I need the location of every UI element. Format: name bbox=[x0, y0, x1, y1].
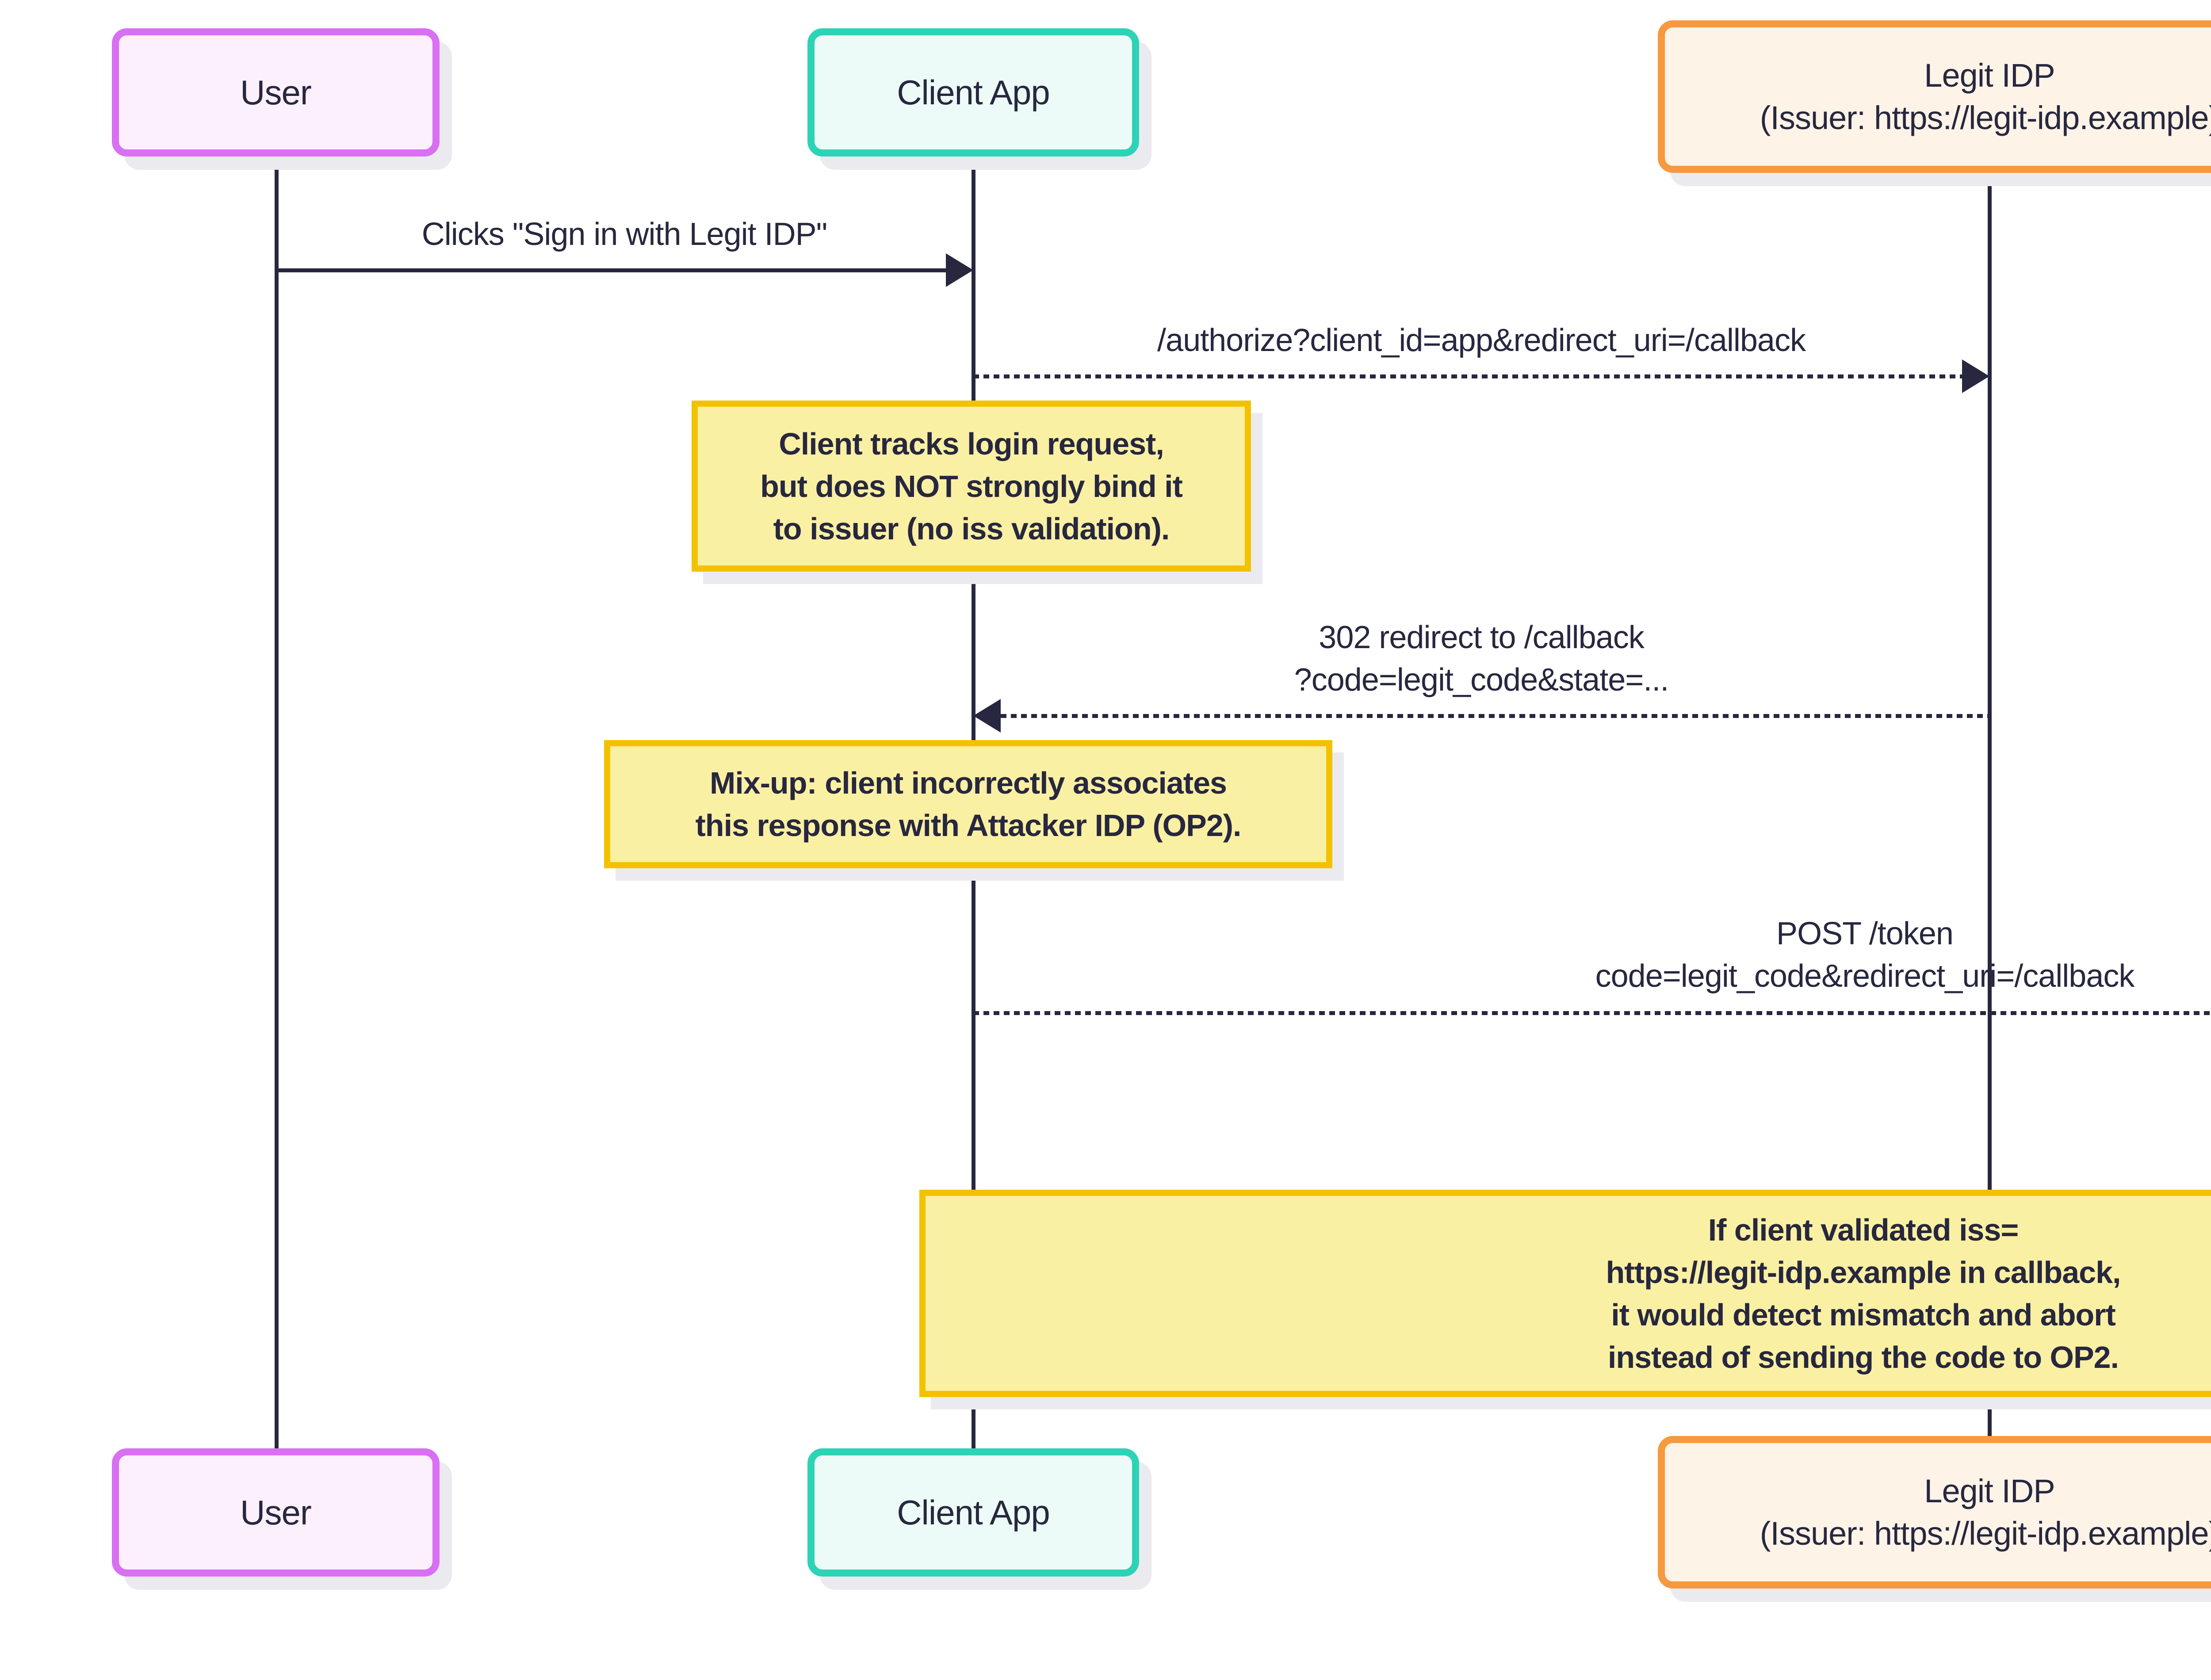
actor-client-app-bottom: Client App bbox=[807, 1448, 1139, 1577]
actor-client-app-top: Client App bbox=[807, 28, 1139, 157]
message-2-arrowhead-right-icon bbox=[1962, 359, 1989, 393]
actor-legit-idp-top: Legit IDP (Issuer: https://legit-idp.exa… bbox=[1658, 20, 2211, 173]
actor-client-app-label: Client App bbox=[897, 1493, 1050, 1532]
actor-client-app-label: Client App bbox=[897, 73, 1050, 112]
actor-user-top: User bbox=[112, 28, 440, 157]
note-iss-validation-would-abort: If client validated iss= https://legit-i… bbox=[919, 1190, 2211, 1397]
message-3-label: 302 redirect to /callback ?code=legit_co… bbox=[1294, 620, 1669, 698]
message-3-line bbox=[1001, 714, 1989, 718]
actor-legit-idp-label: Legit IDP bbox=[1924, 1472, 2055, 1509]
message-4-label: POST /token code=legit_code&redirect_uri… bbox=[1595, 916, 2135, 994]
message-3-arrowhead-left-icon bbox=[973, 699, 1001, 733]
actor-user-bottom: User bbox=[112, 1448, 440, 1577]
message-1-label: Clicks "Sign in with Legit IDP" bbox=[421, 217, 827, 252]
message-2-line bbox=[973, 374, 1962, 378]
note-mix-up: Mix-up: client incorrectly associates th… bbox=[604, 740, 1332, 868]
message-1-line bbox=[275, 268, 946, 272]
lifeline-legit bbox=[1988, 172, 1992, 1438]
lifeline-user bbox=[275, 155, 279, 1450]
actor-legit-idp-issuer: (Issuer: https://legit-idp.example) bbox=[1760, 1515, 2211, 1552]
actor-user-label: User bbox=[240, 73, 312, 112]
actor-legit-idp-issuer: (Issuer: https://legit-idp.example) bbox=[1760, 99, 2211, 136]
message-4-line bbox=[973, 1011, 2211, 1015]
actor-legit-idp-label: Legit IDP bbox=[1924, 57, 2055, 94]
actor-user-label: User bbox=[240, 1493, 312, 1532]
message-1-arrowhead-right-icon bbox=[946, 253, 973, 287]
note-no-iss-validation: Client tracks login request, but does NO… bbox=[692, 401, 1251, 572]
message-2-label: /authorize?client_id=app&redirect_uri=/c… bbox=[1157, 323, 1806, 358]
actor-legit-idp-bottom: Legit IDP (Issuer: https://legit-idp.exa… bbox=[1658, 1436, 2211, 1588]
